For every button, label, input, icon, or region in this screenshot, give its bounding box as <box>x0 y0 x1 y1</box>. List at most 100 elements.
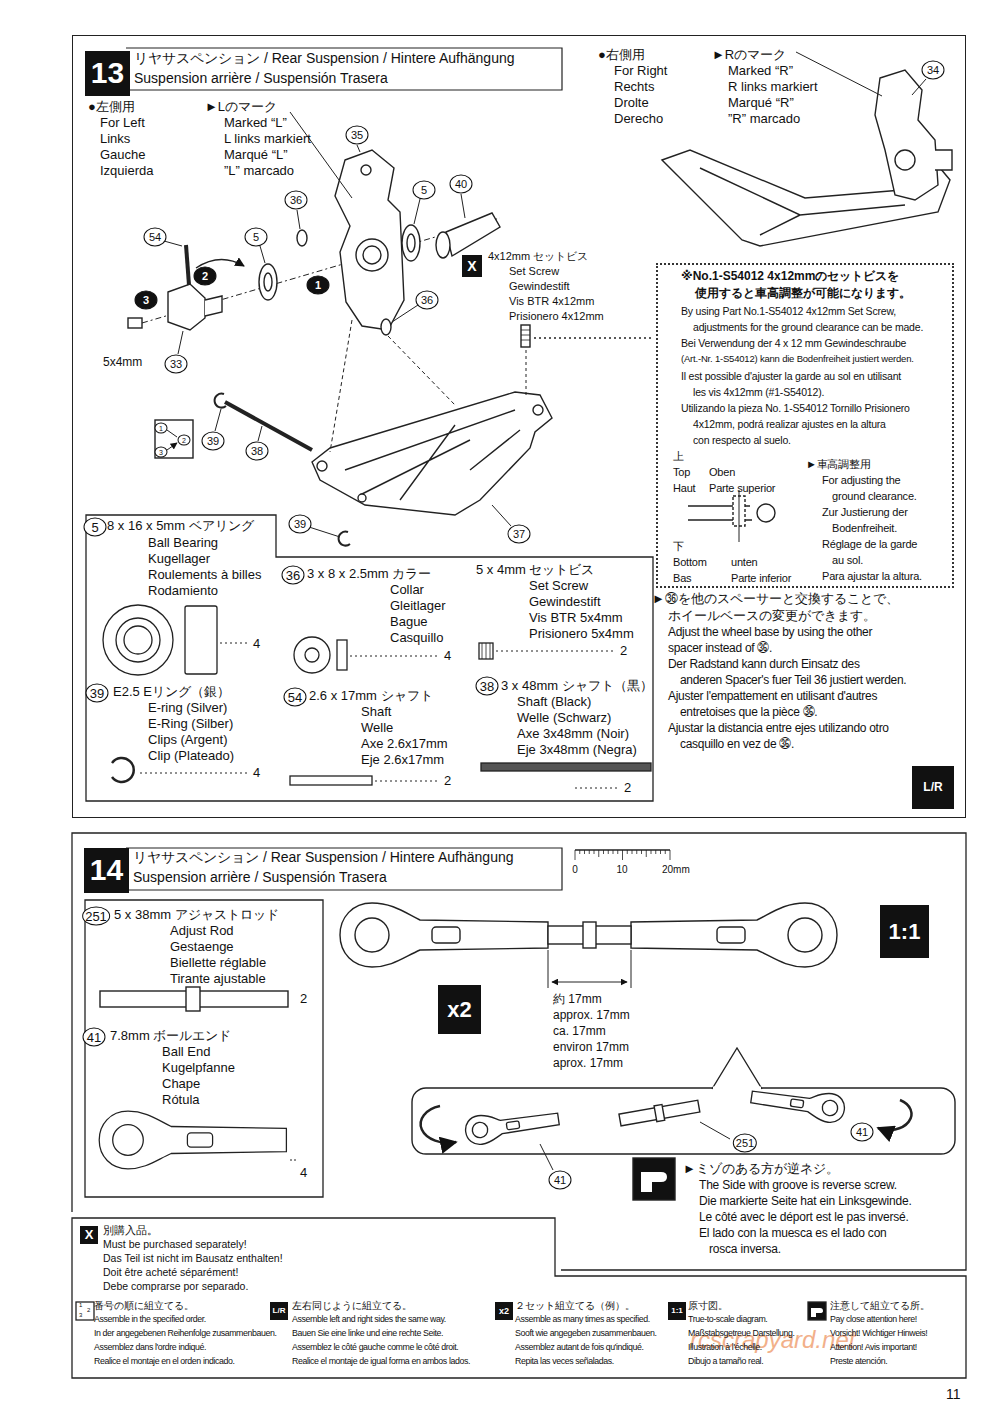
legend-text: 左右同じように組立てる。 <box>292 1300 412 1312</box>
label-text: 約 17mm <box>553 993 602 1007</box>
drawing-part <box>164 52 926 537</box>
drawing-part <box>436 232 450 258</box>
label-text: ”L” marcado <box>224 164 294 179</box>
node-text: Casquillo <box>390 631 443 646</box>
drawing-part <box>589 850 590 854</box>
legend-text: ２セット組立てる（例）。 <box>515 1300 635 1312</box>
node-text: Rótula <box>162 1093 200 1108</box>
symbol-icon: x2 <box>495 1302 513 1320</box>
drawing-part <box>116 618 160 662</box>
node-text: Gleitlager <box>390 599 446 614</box>
symbol-icon: X <box>80 1226 98 1244</box>
callout-number: 3 <box>135 291 158 310</box>
node-text: Suspension arrière / Suspensión Trasera <box>134 70 388 86</box>
node-text: 使用すると車高調整が可能になります。 <box>695 287 911 301</box>
node-text: 2 <box>444 774 451 789</box>
drawing-part <box>533 405 543 415</box>
node-text: 2 <box>624 781 631 796</box>
label-text: Rechts <box>614 80 654 95</box>
drawing-part <box>750 1083 847 1125</box>
legend-text: Attention! Avis important! <box>830 1342 917 1352</box>
drawing-part <box>358 494 366 502</box>
legend-text: Assemblez le côté gauche comme le côté d… <box>292 1342 458 1352</box>
label-text: anderen Spacer's fuer Teil 36 justiert w… <box>680 674 906 688</box>
drawing-part <box>72 1218 966 1378</box>
node-text: Vis BTR 5x4mm <box>529 611 623 626</box>
label-text: ●右側用 <box>598 48 645 63</box>
node-text: adjustments for the ground clearance can… <box>693 321 923 333</box>
label-text: casquillo en vez de ㊱. <box>680 738 794 752</box>
drawing-part <box>103 605 173 675</box>
symbol-box: x2 <box>438 985 481 1034</box>
node-text: 7.8mm ボールエンド <box>110 1029 231 1044</box>
node-text: ※No.1-S54012 4x12mmのセットビスを <box>681 270 899 284</box>
legend-text: Sooft wie angegeben zusammenbauen. <box>515 1328 656 1338</box>
node-text: au sol. <box>832 554 863 567</box>
label-text: For Left <box>100 116 145 131</box>
drawing-part <box>583 922 596 948</box>
drawing-part <box>128 318 142 328</box>
node-text: 54 <box>284 688 307 707</box>
drawing-part <box>619 1098 701 1128</box>
drawing-part <box>617 850 618 854</box>
drawing-part <box>290 776 372 785</box>
drawing-part <box>205 296 222 316</box>
drawing-part <box>220 643 248 644</box>
drawing-part <box>76 1302 94 1320</box>
node-text: E-Ring (Silber) <box>148 717 233 732</box>
drawing-part <box>126 848 562 890</box>
label-text: Marked “L” <box>224 116 287 131</box>
label-text: 0 <box>572 864 578 876</box>
drawing-part <box>895 150 915 170</box>
legend-text: 原寸図。 <box>688 1300 728 1312</box>
label-text: 5x4mm <box>103 356 142 370</box>
drawing-part <box>258 426 262 441</box>
label-text: Gauche <box>100 148 146 163</box>
node-text: E2.5 Eリング（銀） <box>113 685 230 700</box>
drawing-part <box>112 758 134 782</box>
drawing-part <box>552 982 627 983</box>
node-text: Eje 2.6x17mm <box>361 753 444 768</box>
drawing-part <box>636 850 637 854</box>
drawing-part <box>526 350 527 396</box>
drawing-part <box>608 850 609 854</box>
node-text: Top <box>673 466 690 479</box>
drawing-part <box>340 903 548 967</box>
node-text: Collar <box>390 583 424 598</box>
node-text: Bottom <box>673 556 707 569</box>
drawing-part <box>305 648 319 662</box>
node-text: 36 <box>282 566 305 585</box>
label-text: Die markierte Seite hat ein Linksgewinde… <box>699 1195 912 1209</box>
drawing-part <box>356 239 388 271</box>
drawing-part <box>481 763 651 771</box>
drawing-part <box>309 527 340 537</box>
drawing-part <box>446 213 500 256</box>
node-text: Axe 2.6x17mm <box>361 737 448 752</box>
label-text: ホイールベースの変更ができます。 <box>668 609 876 624</box>
node-text: リヤサスペンション / Rear Suspension / Hintere Au… <box>134 50 515 66</box>
node-text: Gewindestift <box>529 595 601 610</box>
node-text: Clips (Argent) <box>148 733 227 748</box>
node-text: 39 <box>86 684 109 703</box>
legend-text: Assemblez autant de fois qu'indiqué. <box>515 1342 644 1352</box>
box-outline <box>86 515 653 801</box>
node-text: 上 <box>673 450 684 463</box>
legend-text: Repita las veces señaladas. <box>515 1356 614 1366</box>
callout-number: 36 <box>285 191 308 210</box>
drawing-part <box>750 1083 847 1125</box>
legend-text: Must be purchased separately! <box>103 1238 247 1250</box>
drawing-part <box>641 1172 667 1192</box>
node-text: 14 <box>84 848 129 893</box>
drawing-part <box>297 230 307 246</box>
drawing-part <box>103 850 670 1007</box>
legend-text: In der angegebenen Reihenfolge zusammenb… <box>94 1328 277 1338</box>
step-number: 13 <box>85 51 130 96</box>
drawing-part <box>912 79 926 95</box>
label-text: approx. 17mm <box>553 1009 630 1023</box>
label-text: ►㊱を他のスペーサーと交換することで、 <box>652 592 899 607</box>
legend-text: Das Teil ist nicht im Bausatz enthalten! <box>103 1252 283 1264</box>
drawing-part <box>264 273 272 291</box>
box-outline <box>85 900 323 1197</box>
callout-number: 2 <box>178 435 191 446</box>
node-text: 2 <box>620 644 627 659</box>
